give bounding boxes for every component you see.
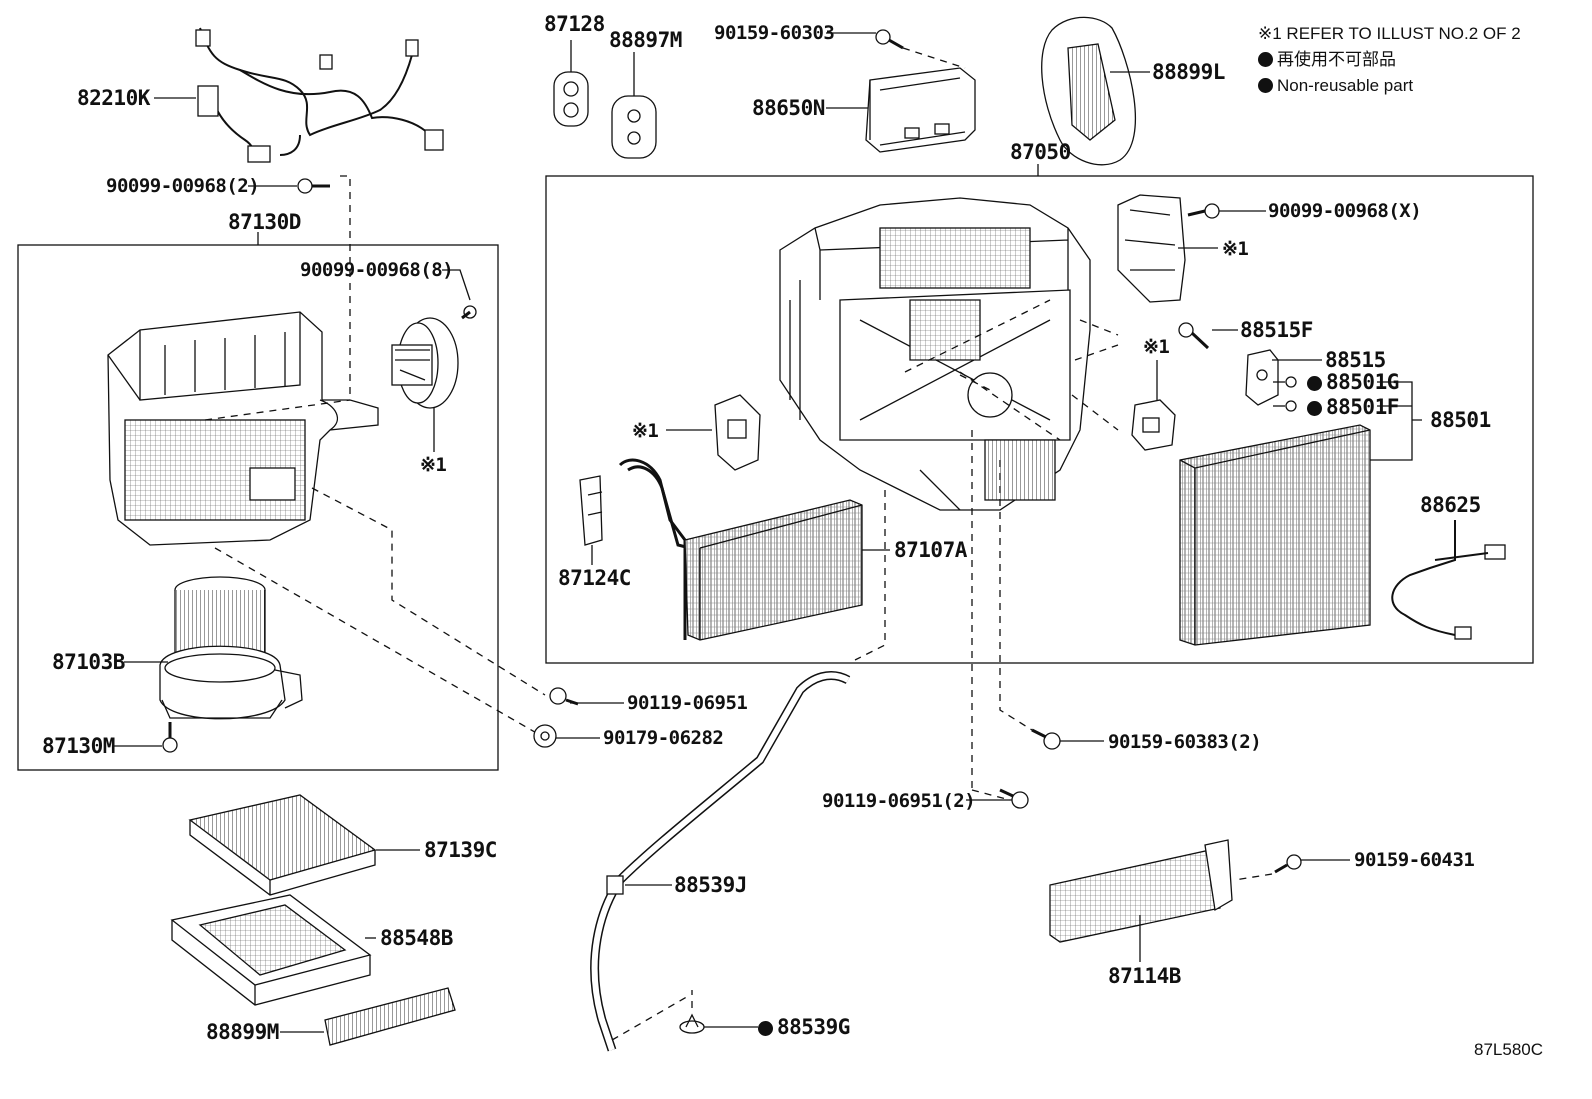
damper-servo-left bbox=[714, 394, 761, 471]
part-label-87103b[interactable]: 87103B bbox=[52, 650, 125, 674]
part-label-88515[interactable]: 88515 bbox=[1325, 348, 1386, 372]
part-label-88625[interactable]: 88625 bbox=[1420, 493, 1481, 517]
part-label-87050[interactable]: 87050 bbox=[1010, 140, 1071, 164]
grommet-87128 bbox=[553, 71, 589, 127]
ref-mark-left: ※1 bbox=[632, 420, 659, 442]
bolt-90119-06951-2 bbox=[999, 788, 1029, 809]
cabin-filter-87139c bbox=[188, 794, 377, 896]
blower-fan-motor bbox=[159, 576, 303, 720]
filter-case-88548b bbox=[170, 894, 372, 1006]
part-label-87114b[interactable]: 87114B bbox=[1108, 964, 1181, 988]
screw-90159-60431 bbox=[1274, 854, 1302, 874]
non-reusable-dot-icon bbox=[1258, 78, 1273, 93]
part-label-90119-06951[interactable]: 90119-06951 bbox=[627, 692, 748, 714]
part-label-90159-60431[interactable]: 90159-60431 bbox=[1354, 849, 1475, 871]
part-label-87139c[interactable]: 87139C bbox=[424, 838, 497, 862]
part-label-88501g[interactable]: 88501G bbox=[1307, 372, 1399, 393]
note-non-reusable-jp: 再使用不可部品 bbox=[1258, 51, 1396, 68]
cover-88899m bbox=[324, 987, 456, 1046]
clip-87124c bbox=[579, 475, 603, 546]
ac-amplifier-88650n bbox=[865, 67, 976, 153]
part-label-88899m[interactable]: 88899M bbox=[206, 1020, 279, 1044]
blower-motor-controller bbox=[391, 317, 459, 409]
part-label-90099-00968-8[interactable]: 90099-00968(8) bbox=[300, 259, 454, 281]
o-ring-88501g bbox=[1285, 376, 1297, 388]
damper-servo-top bbox=[1117, 194, 1186, 303]
drain-hose-88539j bbox=[590, 671, 851, 1052]
part-label-88897m[interactable]: 88897M bbox=[609, 28, 682, 52]
part-label-87124c[interactable]: 87124C bbox=[558, 566, 631, 590]
part-label-90159-60303[interactable]: 90159-60303 bbox=[714, 22, 835, 44]
screw-90099-00968-2 bbox=[297, 178, 330, 194]
part-label-90099-00968-2[interactable]: 90099-00968(2) bbox=[106, 175, 260, 197]
non-reusable-dot-icon bbox=[1307, 376, 1322, 391]
non-reusable-dot-icon bbox=[758, 1021, 773, 1036]
part-label-87107a[interactable]: 87107A bbox=[894, 538, 967, 562]
ref-mark-mid-right: ※1 bbox=[1143, 336, 1170, 358]
thermistor-88625 bbox=[1391, 520, 1506, 640]
grommet-88539g bbox=[679, 1013, 705, 1034]
part-label-87128[interactable]: 87128 bbox=[544, 12, 605, 36]
part-label-88650n[interactable]: 88650N bbox=[752, 96, 825, 120]
part-label-88899l[interactable]: 88899L bbox=[1152, 60, 1225, 84]
bolt-90119-06951 bbox=[549, 687, 579, 706]
part-label-88501[interactable]: 88501 bbox=[1430, 408, 1491, 432]
part-label-88515f[interactable]: 88515F bbox=[1240, 318, 1313, 342]
screw-90099-00968-8 bbox=[461, 305, 477, 320]
part-label-87130m[interactable]: 87130M bbox=[42, 734, 115, 758]
part-label-90099-00968-x[interactable]: 90099-00968(X) bbox=[1268, 200, 1422, 222]
hvac-main-case bbox=[779, 197, 1091, 511]
grommet-88897m bbox=[611, 95, 657, 159]
non-reusable-dot-icon bbox=[1258, 52, 1273, 67]
part-label-82210k[interactable]: 82210K bbox=[77, 86, 150, 110]
part-label-87130d[interactable]: 87130D bbox=[228, 210, 301, 234]
ref-mark-blower: ※1 bbox=[420, 454, 447, 476]
wire-harness-82210k bbox=[195, 27, 444, 163]
ptc-heater-87114b bbox=[1049, 839, 1233, 943]
part-label-88548b[interactable]: 88548B bbox=[380, 926, 453, 950]
screw-90159-60383-2 bbox=[1031, 728, 1061, 750]
part-label-90119-06951-2[interactable]: 90119-06951(2) bbox=[822, 790, 976, 812]
o-ring-88501f bbox=[1285, 400, 1297, 412]
bolt-88515f bbox=[1178, 322, 1210, 350]
part-label-88539j[interactable]: 88539J bbox=[674, 873, 747, 897]
blower-case-unit bbox=[107, 311, 379, 546]
note-non-reusable-en: Non-reusable part bbox=[1258, 77, 1413, 94]
screw-90159-60303 bbox=[875, 29, 904, 50]
part-label-88501f[interactable]: 88501F bbox=[1307, 397, 1399, 418]
expansion-valve-88515 bbox=[1245, 349, 1279, 406]
screw-87130m bbox=[162, 722, 178, 753]
nut-90179-06282 bbox=[533, 724, 557, 748]
part-label-90159-60383-2[interactable]: 90159-60383(2) bbox=[1108, 731, 1262, 753]
non-reusable-dot-icon bbox=[1307, 401, 1322, 416]
register-88899l bbox=[1041, 16, 1137, 166]
damper-servo-mid bbox=[1131, 399, 1176, 451]
ref-mark-top-right: ※1 bbox=[1222, 238, 1249, 260]
frame-87050 bbox=[545, 175, 1534, 664]
part-label-90179-06282[interactable]: 90179-06282 bbox=[603, 727, 724, 749]
heater-core-87107a bbox=[618, 458, 863, 641]
note-refer-illust: ※1 REFER TO ILLUST NO.2 OF 2 bbox=[1258, 24, 1521, 43]
screw-90099-00968-x bbox=[1187, 203, 1220, 219]
diagram-code: 87L580C bbox=[1474, 1040, 1544, 1059]
evaporator-88501 bbox=[1179, 424, 1371, 646]
part-label-88539g[interactable]: 88539G bbox=[758, 1017, 850, 1038]
